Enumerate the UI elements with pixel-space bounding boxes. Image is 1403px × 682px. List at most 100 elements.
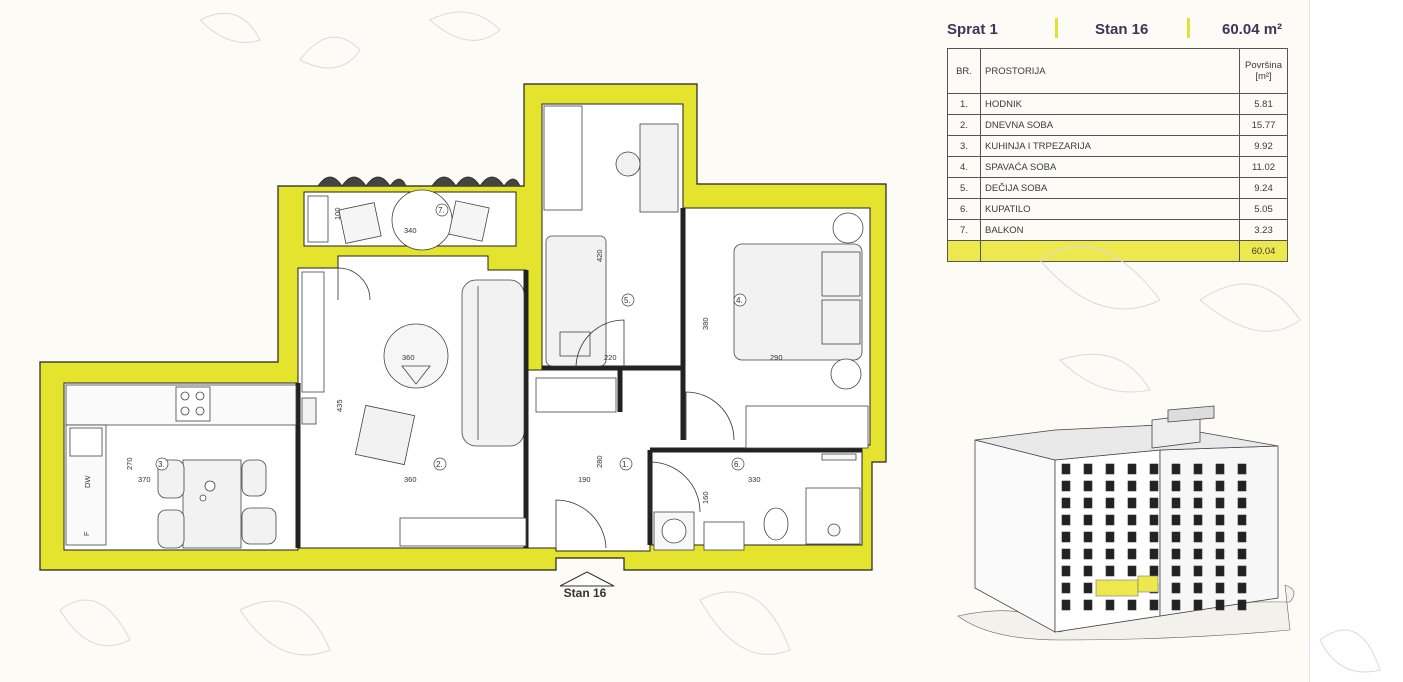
kitchen-counter: [65, 384, 297, 546]
room-number-7: 7.: [438, 206, 445, 215]
building-window: [1237, 582, 1247, 594]
bathroom-fixtures: [653, 453, 861, 551]
building-window: [1127, 497, 1137, 509]
building-window: [1127, 565, 1137, 577]
dimension-label: 290: [770, 353, 783, 362]
room-number-6: 6.: [734, 460, 741, 469]
building-window: [1215, 497, 1225, 509]
leaf-decoration: [59, 11, 1381, 673]
building-window: [1105, 531, 1115, 543]
building-window: [1127, 480, 1137, 492]
dining-table: [157, 459, 277, 549]
room-number-3: 3.: [158, 460, 165, 469]
floor-label: Sprat 1: [947, 20, 998, 38]
building-window: [1105, 599, 1115, 611]
building-window: [1171, 463, 1181, 475]
building-window: [1193, 497, 1203, 509]
room-number-markers: [155, 203, 747, 471]
building-window: [1215, 480, 1225, 492]
bedroom-furniture: [733, 212, 869, 449]
building-window: [1127, 531, 1137, 543]
building-window: [1193, 514, 1203, 526]
dimension-label: 360: [404, 475, 417, 484]
building-window: [1083, 582, 1093, 594]
building-window: [1237, 480, 1247, 492]
building-window: [1215, 599, 1225, 611]
building-window: [1061, 565, 1071, 577]
building-window: [1215, 565, 1225, 577]
table-header-row: BR. PROSTORIJA Površina [m²]: [947, 48, 1288, 94]
building-window: [1149, 548, 1159, 560]
room-number-5: 5.: [624, 296, 631, 305]
dimension-label: 370: [138, 475, 151, 484]
dimension-label: 190: [578, 475, 591, 484]
building-window: [1149, 599, 1159, 611]
building-window: [1193, 565, 1203, 577]
building-window: [1237, 548, 1247, 560]
dimension-label: 100: [333, 207, 342, 220]
building-window: [1193, 582, 1203, 594]
building-window: [1149, 531, 1159, 543]
building-window: [1061, 497, 1071, 509]
row-area: 11.02: [1239, 156, 1288, 178]
building-window: [1061, 463, 1071, 475]
building-window: [1215, 514, 1225, 526]
building-window: [1171, 514, 1181, 526]
building-window: [1237, 531, 1247, 543]
door-swings: [337, 267, 735, 549]
building-window: [1193, 531, 1203, 543]
building-window: [1215, 531, 1225, 543]
entrance-arrow-icon: [559, 571, 615, 587]
dimension-label: 340: [404, 226, 417, 235]
building-window: [1237, 514, 1247, 526]
building-window: [1215, 548, 1225, 560]
building-window: [1083, 599, 1093, 611]
building-window: [1171, 599, 1181, 611]
building-window: [1237, 463, 1247, 475]
dimension-label: 435: [335, 399, 344, 412]
building-window: [1061, 480, 1071, 492]
entrance-label: Stan 16: [563, 586, 607, 600]
building-window: [1171, 582, 1181, 594]
building-window: [1149, 463, 1159, 475]
balcony-furniture: [307, 176, 521, 251]
building-window: [1237, 565, 1247, 577]
building-window: [1171, 497, 1181, 509]
building-window: [1193, 463, 1203, 475]
dimension-label: 270: [125, 457, 134, 470]
building-window: [1083, 497, 1093, 509]
header-separator: [1187, 18, 1190, 38]
building-window: [1193, 480, 1203, 492]
building-window: [1171, 565, 1181, 577]
building-window: [1105, 565, 1115, 577]
living-room-furniture: [301, 271, 527, 547]
building-window: [1237, 497, 1247, 509]
building-window: [1149, 480, 1159, 492]
column-header-number: BR.: [947, 48, 981, 94]
area-header-line1: Površina: [1245, 60, 1282, 71]
column-header-room: PROSTORIJA: [980, 48, 1240, 94]
building-window: [1171, 480, 1181, 492]
building-window: [1171, 548, 1181, 560]
building-window: [1215, 582, 1225, 594]
building-window: [1127, 599, 1137, 611]
building-window: [1237, 599, 1247, 611]
right-panel: [1309, 0, 1403, 682]
dimension-label: 360: [402, 353, 415, 362]
building-window: [1193, 548, 1203, 560]
building-window: [1215, 463, 1225, 475]
building-window: [1127, 548, 1137, 560]
dishwasher-label: DW: [83, 475, 92, 488]
dimension-label: 160: [701, 491, 710, 504]
room-number-1: 1.: [622, 460, 629, 469]
building-window: [1105, 497, 1115, 509]
room-number-2: 2.: [436, 460, 443, 469]
room-number-4: 4.: [736, 296, 743, 305]
building-window: [1083, 514, 1093, 526]
building-window: [1127, 514, 1137, 526]
unit-area: 60.04 m²: [1222, 20, 1283, 38]
building-window: [1083, 548, 1093, 560]
